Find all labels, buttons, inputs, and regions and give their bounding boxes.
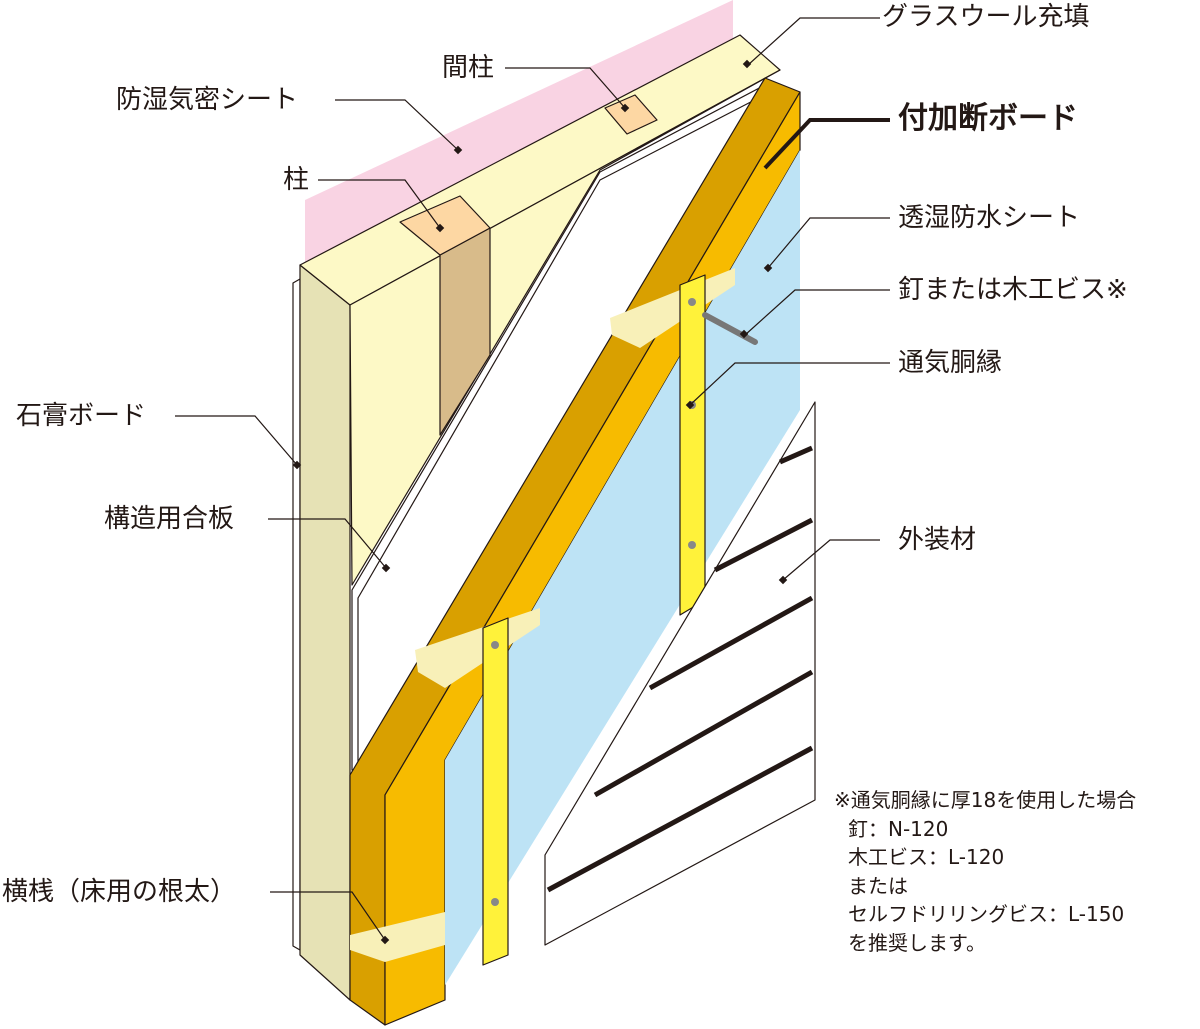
label-vapor-barrier: 防湿気密シート	[116, 85, 299, 115]
label-column: 柱	[283, 165, 310, 195]
note-line: ※通気胴縁に厚18を使用した場合	[834, 788, 1137, 812]
label-added-insulation: 付加断ボード	[898, 101, 1078, 136]
stud-top	[604, 94, 658, 135]
label-furring: 通気胴縁	[898, 348, 1003, 378]
column-face	[299, 264, 351, 1001]
note-line: セルフドリリングビス：L-150	[848, 902, 1125, 926]
label-cladding: 外装材	[898, 525, 977, 555]
gypsum-board	[292, 278, 301, 951]
recommendation-note: ※通気胴縁に厚18を使用した場合 釘：N-120 木工ビス：L-120 または …	[834, 786, 1136, 957]
crosspiece-band	[350, 912, 445, 962]
leader-lines	[175, 17, 890, 941]
label-stud: 間柱	[442, 53, 495, 83]
label-glass-wool: グラスウール充填	[882, 2, 1090, 32]
label-breathable-sheet: 透湿防水シート	[898, 203, 1081, 233]
furring-strip	[482, 617, 509, 966]
label-plywood: 構造用合板	[104, 504, 235, 534]
nail	[702, 312, 758, 345]
cladding-lines	[546, 445, 814, 893]
label-crosspiece: 横桟（床用の根太）	[2, 877, 237, 907]
furring-strip	[679, 274, 706, 616]
breathable-sheet	[445, 150, 800, 985]
note-line: または	[848, 873, 908, 898]
note-line: 木工ビス：L-120	[848, 845, 1005, 869]
crosspiece-band	[415, 608, 540, 688]
post-top	[399, 195, 491, 256]
glass-wool-face	[349, 69, 781, 586]
note-line: を推奨します。	[848, 930, 986, 955]
label-gypsum: 石膏ボード	[16, 401, 147, 431]
label-nail-screw: 釘または木工ビス※	[898, 275, 1128, 305]
vapor-barrier-sheet	[305, 0, 733, 262]
note-line: 釘：N-120	[848, 816, 949, 841]
